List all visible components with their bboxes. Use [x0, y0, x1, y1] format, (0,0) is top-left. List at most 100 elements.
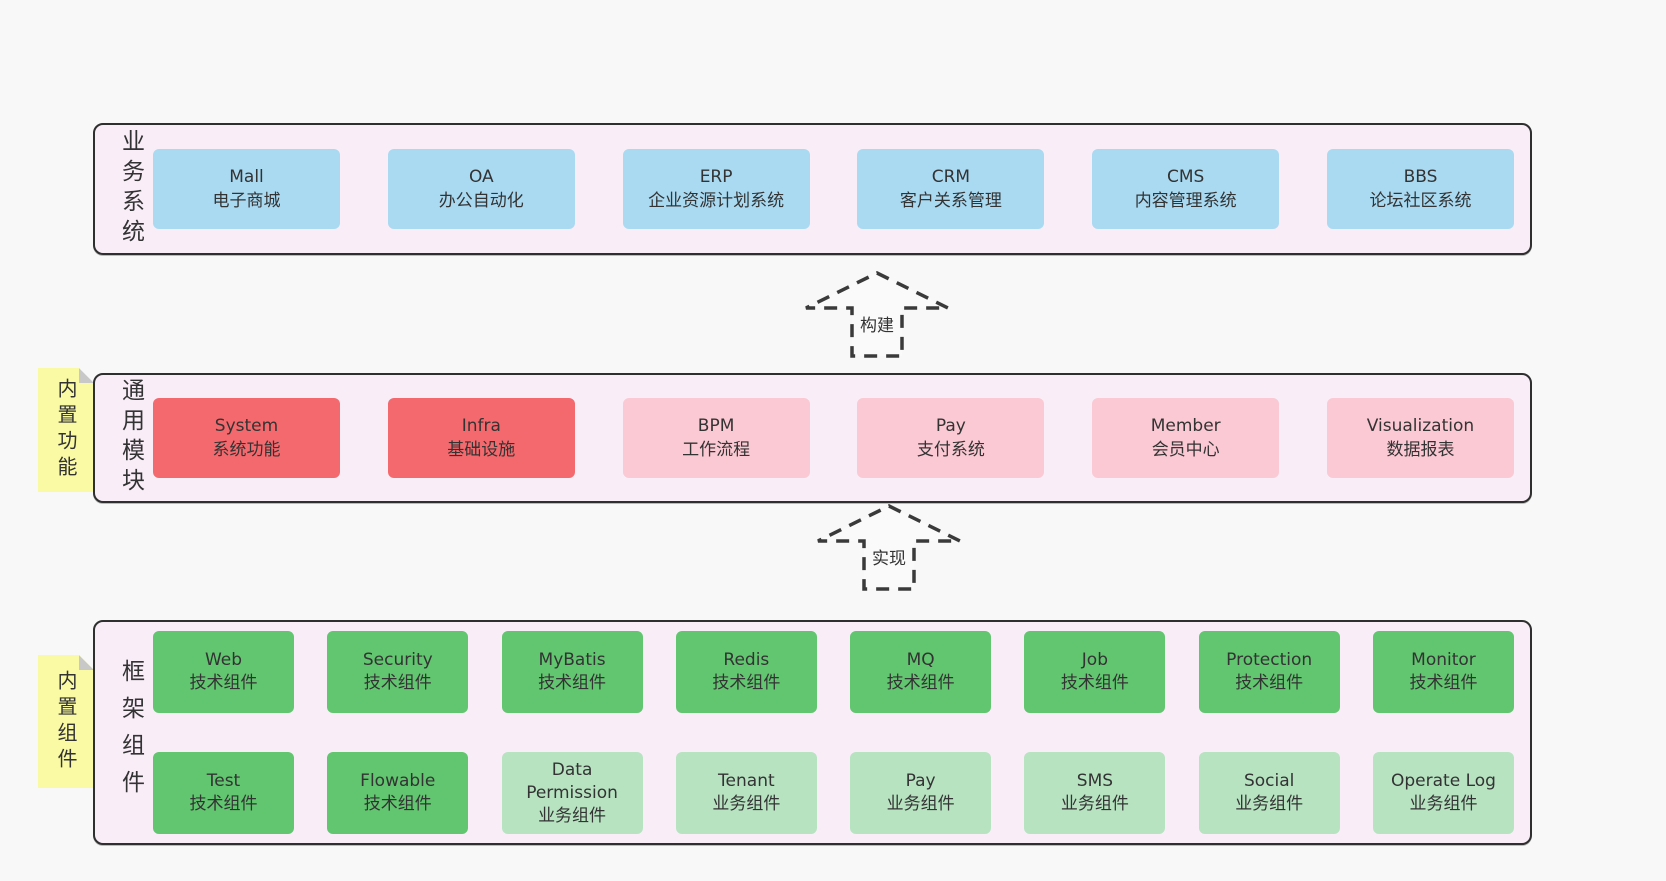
card-subtitle: 基础设施	[447, 440, 516, 460]
card-title: Visualization	[1366, 416, 1475, 436]
folded-corner-icon	[79, 368, 94, 383]
card-title: MyBatis	[538, 649, 606, 670]
card-subtitle: 业务组件	[538, 805, 607, 826]
card-protection: Protection 技术组件	[1198, 630, 1340, 713]
card-title: OA	[468, 167, 494, 187]
business-card-row: Mall 电子商城 OA 办公自动化 ERP 企业资源计划系统 CRM 客户关系…	[153, 125, 1514, 253]
card-title: Redis	[723, 649, 770, 670]
builtin-components-note-text: 内置组件	[54, 669, 78, 774]
card-subtitle: 技术组件	[1409, 672, 1478, 693]
card-subtitle: 论坛社区系统	[1369, 191, 1472, 211]
card-subtitle: 业务组件	[1235, 794, 1304, 815]
card-subtitle: 技术组件	[886, 672, 955, 693]
card-subtitle: 客户关系管理	[899, 191, 1002, 211]
card-subtitle: 业务组件	[1409, 794, 1478, 815]
card-title: MQ	[906, 649, 935, 670]
card-title: Mall	[229, 167, 264, 187]
card-bpm: BPM 工作流程	[622, 398, 810, 478]
card-title: Social	[1243, 771, 1295, 792]
card-title: Job	[1081, 649, 1109, 670]
card-member: Member 会员中心	[1092, 398, 1280, 478]
card-job: Job 技术组件	[1024, 630, 1166, 713]
card-title: ERP	[699, 167, 733, 187]
card-subtitle: 会员中心	[1151, 440, 1220, 460]
modules-layer-label: 通用模块	[117, 378, 144, 498]
card-title: BBS	[1403, 167, 1438, 187]
card-title: Data Permission	[526, 759, 618, 803]
card-monitor: Monitor 技术组件	[1372, 630, 1514, 713]
card-tenant: Tenant 业务组件	[675, 752, 817, 835]
components-layer-label-column: 框架组件	[107, 622, 153, 843]
card-social: Social 业务组件	[1198, 752, 1340, 835]
card-subtitle: 办公自动化	[438, 191, 524, 211]
card-bbs: BBS 论坛社区系统	[1326, 149, 1514, 229]
card-mq: MQ 技术组件	[850, 630, 992, 713]
card-subtitle: 业务组件	[886, 794, 955, 815]
card-subtitle: 业务组件	[1060, 794, 1129, 815]
card-web: Web 技术组件	[153, 630, 294, 713]
card-subtitle: 数据报表	[1386, 440, 1455, 460]
card-subtitle: 技术组件	[538, 672, 607, 693]
card-subtitle: 技术组件	[363, 672, 432, 693]
card-title: Infra	[461, 416, 501, 436]
builtin-features-note-text: 内置功能	[54, 378, 78, 482]
card-security: Security 技术组件	[327, 630, 469, 713]
card-title: Security	[362, 649, 433, 670]
card-subtitle: 业务组件	[712, 794, 781, 815]
card-subtitle: 企业资源计划系统	[648, 191, 785, 211]
card-subtitle: 技术组件	[1060, 672, 1129, 693]
folded-corner-icon	[79, 655, 94, 670]
card-sms: SMS 业务组件	[1024, 752, 1166, 835]
framework-components-layer: 框架组件 Web 技术组件 Security 技术组件 MyBatis 技术组件…	[93, 620, 1532, 845]
card-subtitle: 工作流程	[682, 440, 751, 460]
card-pay-business: Pay 业务组件	[850, 752, 992, 835]
card-title: CRM	[931, 167, 971, 187]
card-title: Tenant	[718, 771, 775, 792]
business-layer-label: 业务系统	[117, 129, 144, 249]
components-card-row-1: Web 技术组件 Security 技术组件 MyBatis 技术组件 Redi…	[153, 622, 1514, 722]
card-title: BPM	[697, 416, 735, 436]
common-modules-layer: 通用模块 System 系统功能 Infra 基础设施 BPM 工作流程 Pay…	[93, 373, 1532, 503]
builtin-components-note: 内置组件	[38, 655, 94, 788]
card-erp: ERP 企业资源计划系统	[622, 149, 810, 229]
card-title: System	[214, 416, 279, 436]
card-crm: CRM 客户关系管理	[857, 149, 1045, 229]
card-subtitle: 技术组件	[712, 672, 781, 693]
card-title: SMS	[1076, 771, 1114, 792]
implement-arrow: 实现	[816, 503, 962, 593]
components-rows: Web 技术组件 Security 技术组件 MyBatis 技术组件 Redi…	[153, 622, 1514, 843]
card-infra: Infra 基础设施	[387, 398, 575, 478]
card-title: Pay	[935, 416, 966, 436]
card-oa: OA 办公自动化	[387, 149, 575, 229]
card-title: Flowable	[360, 771, 436, 792]
card-cms: CMS 内容管理系统	[1092, 149, 1280, 229]
modules-card-row: System 系统功能 Infra 基础设施 BPM 工作流程 Pay 支付系统…	[153, 375, 1514, 501]
card-subtitle: 系统功能	[212, 440, 281, 460]
card-subtitle: 技术组件	[189, 794, 258, 815]
card-title: Pay	[905, 771, 936, 792]
components-layer-label: 框架组件	[117, 658, 144, 807]
card-title: Operate Log	[1391, 771, 1496, 792]
build-arrow-label: 构建	[857, 311, 897, 336]
card-system: System 系统功能	[153, 398, 340, 478]
card-title: Web	[204, 649, 243, 670]
card-subtitle: 电子商城	[212, 191, 281, 211]
card-visualization: Visualization 数据报表	[1326, 398, 1514, 478]
business-layer-label-column: 业务系统	[107, 125, 153, 253]
card-subtitle: 技术组件	[189, 672, 258, 693]
card-test: Test 技术组件	[153, 752, 294, 835]
modules-layer-label-column: 通用模块	[107, 375, 153, 501]
card-title: CMS	[1167, 167, 1205, 187]
card-data-permission: Data Permission 业务组件	[501, 752, 643, 835]
builtin-features-note: 内置功能	[38, 368, 94, 492]
card-title: Member	[1150, 416, 1221, 436]
card-operate-log: Operate Log 业务组件	[1372, 752, 1514, 835]
card-pay: Pay 支付系统	[857, 398, 1045, 478]
card-title: Protection	[1226, 649, 1313, 670]
card-mybatis: MyBatis 技术组件	[501, 630, 643, 713]
components-card-row-2: Test 技术组件 Flowable 技术组件 Data Permission …	[153, 744, 1514, 844]
card-flowable: Flowable 技术组件	[327, 752, 469, 835]
card-subtitle: 内容管理系统	[1134, 191, 1237, 211]
implement-arrow-label: 实现	[869, 544, 909, 569]
